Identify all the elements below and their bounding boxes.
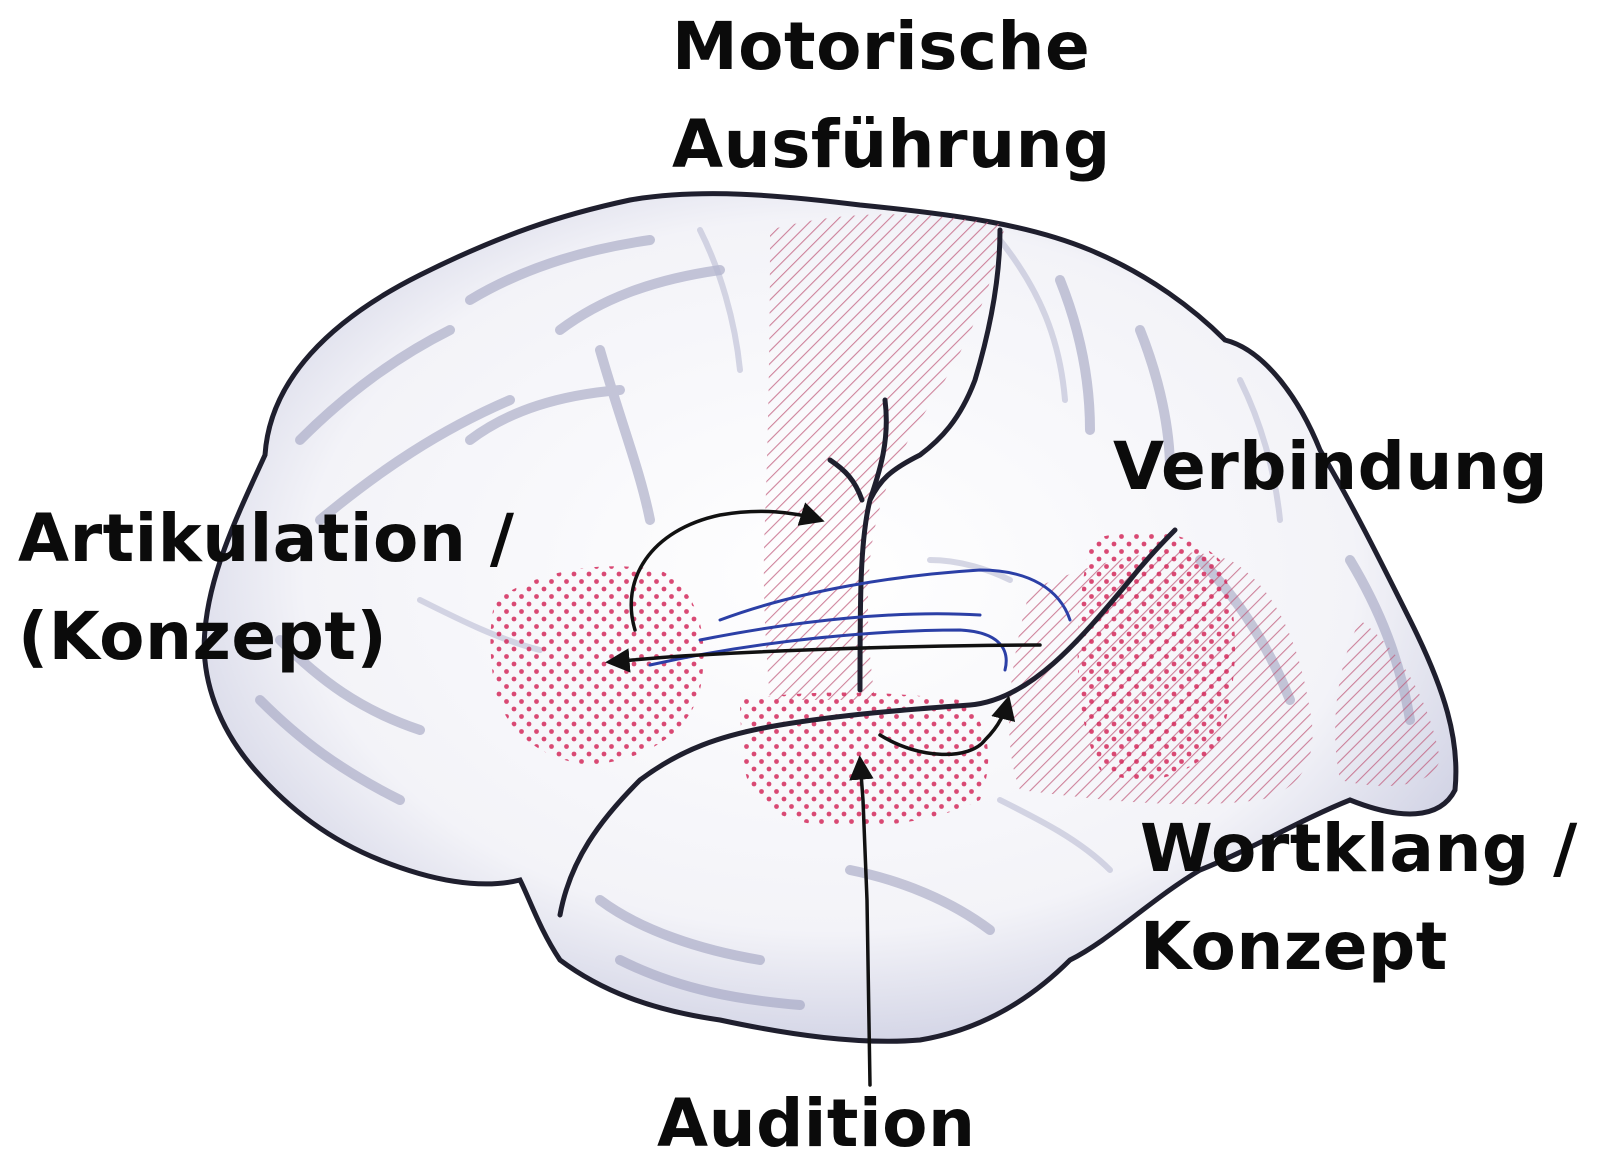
label-articulation: Artikulation / (Konzept) [18, 490, 514, 686]
label-audition: Audition [657, 1075, 975, 1173]
label-wort-line-1: Wortklang / [1140, 800, 1578, 898]
label-audition-text: Audition [657, 1075, 975, 1173]
label-wort-line-2: Konzept [1140, 898, 1578, 996]
label-artik-line-2: (Konzept) [18, 588, 514, 686]
label-motor-execution: Motorische Ausführung [672, 0, 1111, 194]
label-connection: Verbindung [1113, 418, 1548, 516]
label-motor-line-1: Motorische [672, 0, 1111, 96]
label-motor-line-2: Ausführung [672, 96, 1111, 194]
label-verbindung: Verbindung [1113, 418, 1548, 516]
label-word-sound: Wortklang / Konzept [1140, 800, 1578, 996]
label-artik-line-1: Artikulation / [18, 490, 514, 588]
wernicke-area-dots [1078, 532, 1235, 780]
